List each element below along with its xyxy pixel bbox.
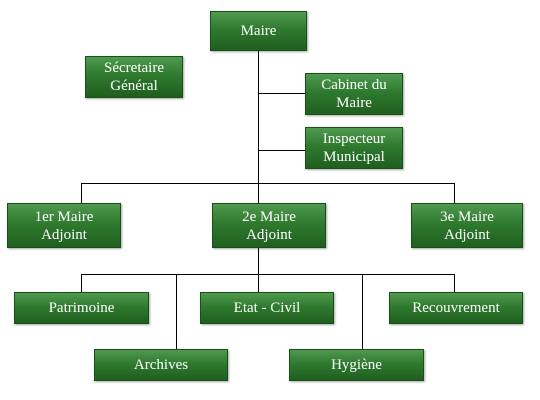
node-recouvrement: Recouvrement — [389, 292, 523, 324]
node-maire: Maire — [210, 11, 307, 51]
node-hygiene: Hygiène — [289, 349, 424, 381]
node-secretaire-general: Sécretaire Général — [85, 56, 183, 98]
node-premier-maire-adjoint: 1er Maire Adjoint — [7, 203, 121, 248]
node-deuxieme-maire-adjoint: 2e Maire Adjoint — [212, 203, 326, 248]
node-troisieme-maire-adjoint: 3e Maire Adjoint — [411, 203, 523, 248]
node-patrimoine: Patrimoine — [14, 292, 149, 324]
node-cabinet-du-maire: Cabinet du Maire — [305, 73, 403, 115]
node-inspecteur-municipal: Inspecteur Municipal — [305, 127, 403, 169]
node-archives: Archives — [94, 349, 228, 381]
node-etat-civil: Etat - Civil — [200, 292, 334, 324]
